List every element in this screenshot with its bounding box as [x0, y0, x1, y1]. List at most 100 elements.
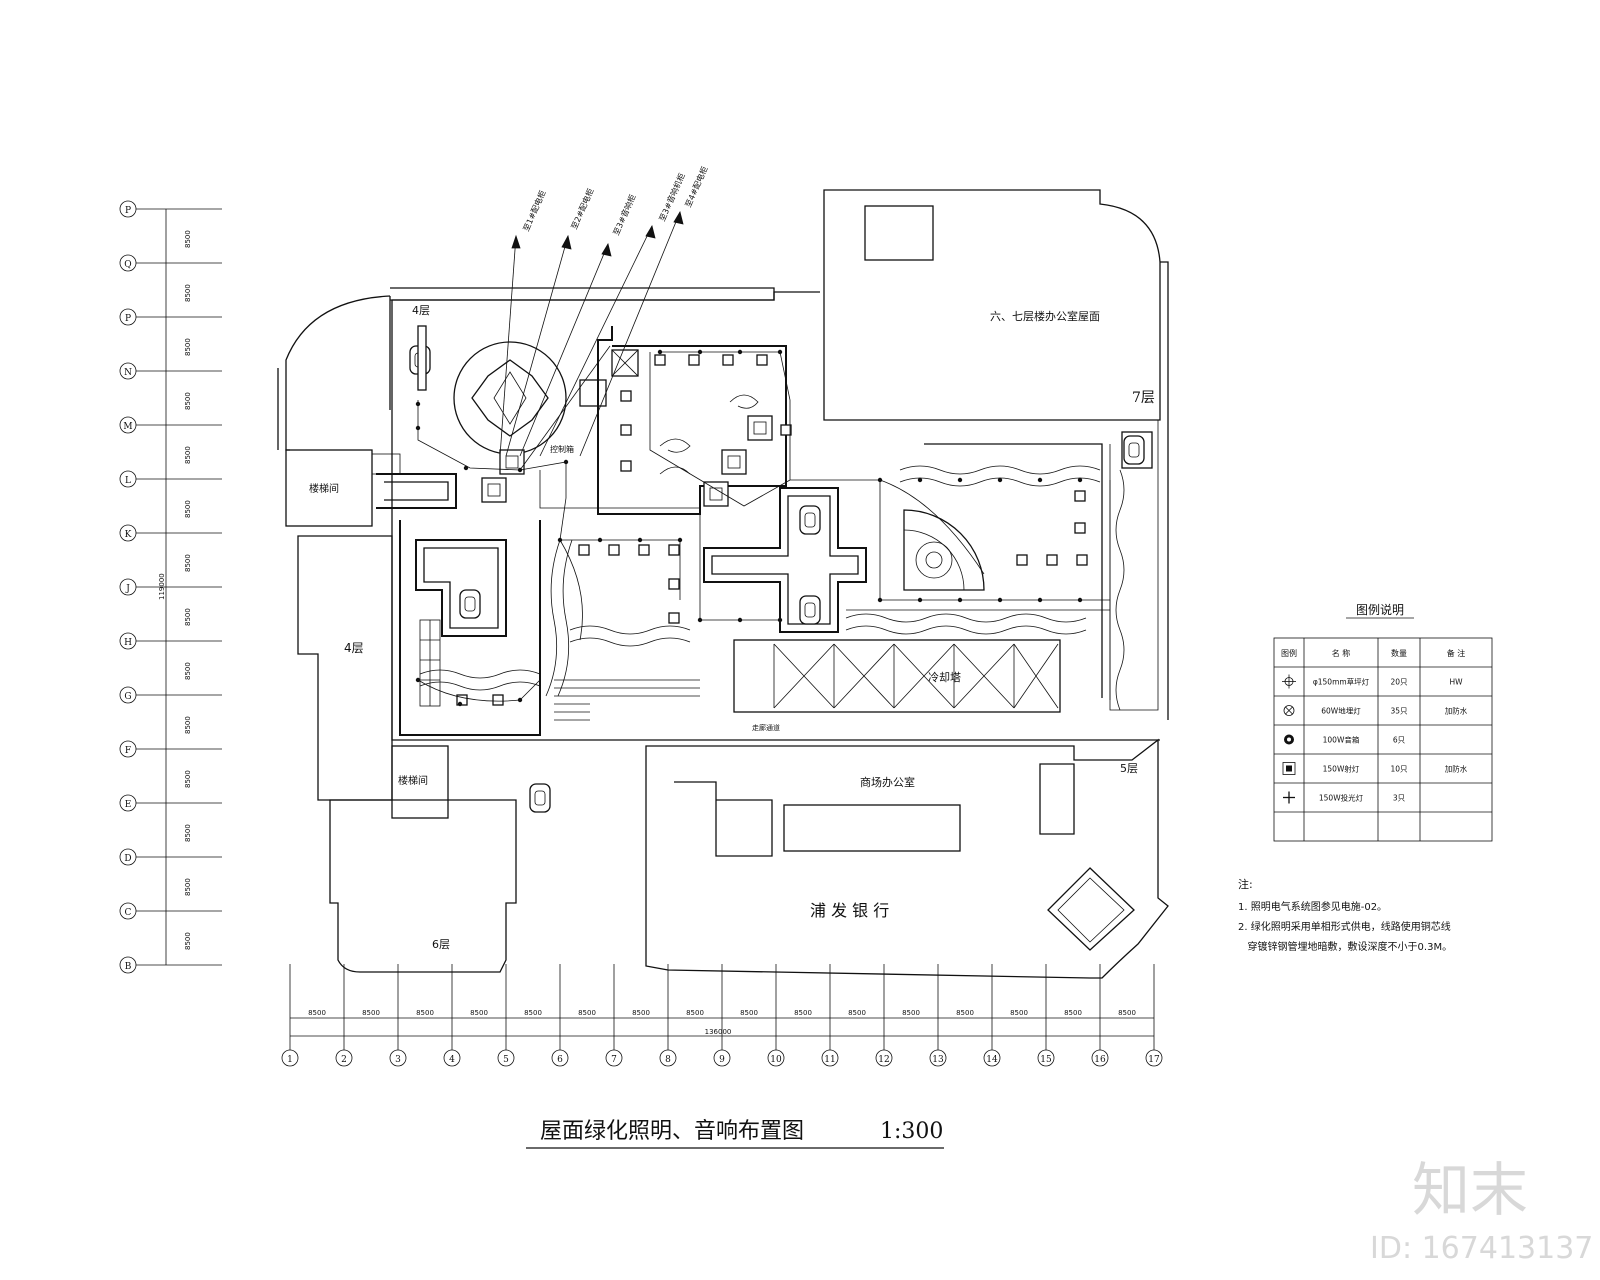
- row-dimension: 8500: [184, 446, 192, 464]
- label-floor5: 5层: [1120, 762, 1138, 775]
- lawn-lamp: [917, 477, 923, 483]
- label-office-67-roof: 六、七层楼办公室屋面: [990, 309, 1100, 323]
- speaker-unit: [799, 595, 821, 625]
- column-axis-bubble: [713, 1049, 731, 1067]
- speaker-unit: [459, 589, 481, 619]
- row-dimension: 8500: [184, 932, 192, 950]
- column-axis-label: 15: [1040, 1055, 1052, 1065]
- column-axis-bubble: [821, 1049, 839, 1067]
- lamp-fixture-inner: [709, 487, 723, 501]
- lawn-lamp: [457, 701, 463, 707]
- speaker-unit-inner: [534, 790, 546, 806]
- row-axis-label: P: [125, 206, 131, 216]
- column-axis-bubble: [1037, 1049, 1055, 1067]
- feeder-leads: [499, 210, 684, 457]
- column-axis-bubble: [983, 1049, 1001, 1067]
- row-dimension: 8500: [184, 338, 192, 356]
- lead-note-2: 至2#配电柜: [569, 187, 596, 231]
- row-axis-label: Q: [124, 260, 131, 270]
- legend-cell: 100W音箱: [1323, 735, 1360, 745]
- column-axis-label: 17: [1148, 1055, 1160, 1065]
- lawn-lamp: [463, 465, 469, 471]
- column-dimension: 8500: [686, 1009, 704, 1017]
- column-axis-bubble: [389, 1049, 407, 1067]
- row-dimension: 8500: [184, 662, 192, 680]
- row-dimension: 8500: [184, 716, 192, 734]
- spotlight-fixture: [722, 354, 734, 366]
- column-axis-label: 8: [665, 1055, 671, 1065]
- row-axis-label: K: [125, 530, 132, 540]
- spotlight-fixture: [668, 544, 680, 556]
- row-dimension: 8500: [184, 554, 192, 572]
- row-axis-grid: PQPNMLKJHGFEDCB8500850085008500850085008…: [119, 200, 222, 974]
- spotlight-fixture: [1074, 522, 1086, 534]
- spotlight-fixture: [620, 460, 632, 472]
- legend-cell: 150W射灯: [1323, 764, 1360, 774]
- svg-text:至3#音响柜: 至3#音响柜: [611, 193, 638, 237]
- legend-header: 图例: [1281, 648, 1297, 658]
- label-bank: 浦 发 银 行: [810, 901, 889, 920]
- row-axis-label: G: [124, 692, 131, 702]
- row-dimension: 8500: [184, 392, 192, 410]
- row-dimension: 8500: [184, 824, 192, 842]
- building-outline: [277, 189, 1169, 979]
- column-axis-bubble: [443, 1049, 461, 1067]
- speaker-unit-inner: [804, 512, 816, 528]
- column-dimension: 8500: [1064, 1009, 1082, 1017]
- lead-note-5: 至4#配电柜: [683, 165, 710, 209]
- column-axis-label: 1: [287, 1055, 293, 1065]
- spotlight-fixture: [780, 424, 792, 436]
- lead-note-1: 至1#配电柜: [521, 189, 548, 233]
- spotlight-fixture: [1046, 554, 1058, 566]
- label-floor4-top: 4层: [412, 304, 430, 317]
- row-dimension: 8500: [184, 608, 192, 626]
- column-axis-bubble: [335, 1049, 353, 1067]
- lawn-lamp: [997, 477, 1003, 483]
- spotlight-fixture: [654, 354, 666, 366]
- boxed-square-icon: [1282, 762, 1296, 775]
- row-dimension: 8500: [184, 878, 192, 896]
- lead-note-3: 至3#音响柜: [611, 193, 638, 237]
- lighting-fixtures: [409, 325, 1145, 813]
- spotlight-fixture: [668, 578, 680, 590]
- column-dimension: 8500: [794, 1009, 812, 1017]
- speaker-unit-inner: [804, 602, 816, 618]
- label-mall-office: 商场办公室: [860, 775, 915, 789]
- area-labels: 4层 4层 5层 6层 7层 楼梯间 楼梯间 六、七层楼办公室屋面 商场办公室 …: [309, 304, 1155, 951]
- spotlight-fixture: [492, 694, 504, 706]
- svg-text:至2#配电柜: 至2#配电柜: [569, 187, 596, 231]
- row-axis-label: F: [125, 746, 131, 756]
- lamp-fixture-inner: [487, 483, 501, 497]
- spotlight-fixture: [1074, 490, 1086, 502]
- row-axis-label: H: [124, 638, 132, 648]
- watermark-brand: 知末: [1412, 1156, 1528, 1224]
- legend-cell: 35只: [1390, 707, 1408, 716]
- legend-cell: φ150mm草坪灯: [1313, 677, 1370, 687]
- lamp-fixture-inner: [727, 455, 741, 469]
- circle-x-icon: [1283, 705, 1295, 716]
- lawn-lamp: [1077, 477, 1083, 483]
- column-axis-label: 2: [341, 1055, 347, 1065]
- column-axis-bubble: [875, 1049, 893, 1067]
- speaker-unit-inner: [1128, 442, 1140, 458]
- column-dimension: 8500: [308, 1009, 326, 1017]
- row-dimension: 8500: [184, 230, 192, 248]
- legend-title: 图例说明: [1356, 602, 1404, 617]
- legend-cell: 3只: [1393, 794, 1406, 803]
- row-axis-label: D: [124, 854, 131, 864]
- column-axis-label: 11: [824, 1055, 835, 1065]
- row-total-dimension: 119000: [158, 573, 166, 600]
- column-axis-bubble: [1091, 1049, 1109, 1067]
- note-line-1: 1. 照明电气系统图参见电施-02。: [1238, 900, 1387, 913]
- column-axis-bubble: [659, 1049, 677, 1067]
- spotlight-fixture: [456, 694, 468, 706]
- column-axis-label: 10: [770, 1055, 782, 1065]
- lead-note-4: 至3#音响机柜: [657, 171, 687, 222]
- spotlight-fixture: [668, 612, 680, 624]
- spotlight-fixture: [688, 354, 700, 366]
- column-axis-bubble: [281, 1049, 299, 1067]
- column-axis-label: 14: [986, 1055, 998, 1065]
- column-axis-bubble: [497, 1049, 515, 1067]
